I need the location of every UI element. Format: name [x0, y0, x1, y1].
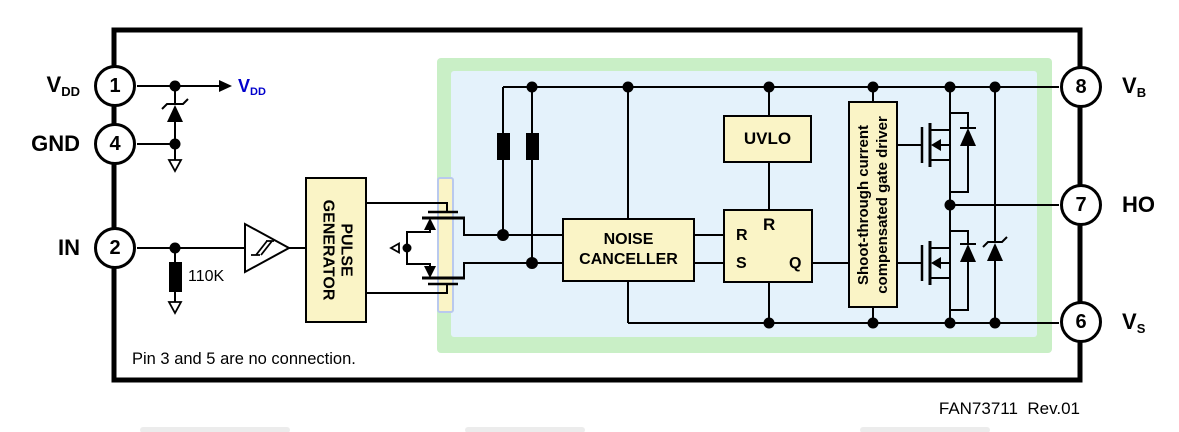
rs-latch-block: R R S Q — [723, 209, 813, 283]
noise-canceller-block: NOISE CANCELLER — [562, 218, 695, 282]
gate-driver-label-line2: compensated gate driver — [874, 115, 891, 294]
vdd-arrow-icon — [219, 80, 232, 92]
schmitt-buffer-icon — [244, 222, 292, 274]
pin-label-in: IN — [58, 235, 80, 260]
zener-diode-icon — [161, 98, 189, 122]
latch-q-label: Q — [789, 255, 802, 272]
pin-8-number: 8 — [1075, 76, 1087, 98]
pin-7: 7 — [1060, 184, 1102, 226]
vdd-net-label: VDD — [238, 76, 266, 98]
pulse-generator-block: PULSE GENERATOR — [305, 177, 367, 323]
latch-set-label: S — [736, 255, 747, 272]
gate-driver-label-line1: Shoot-through current — [855, 124, 872, 285]
resistor-icon — [526, 133, 539, 160]
junction-dots — [169, 80, 1001, 329]
noise-canceller-label-line1: NOISE — [603, 231, 654, 248]
pin-7-number: 7 — [1075, 194, 1087, 216]
pin-8: 8 — [1060, 66, 1102, 108]
uvlo-block: UVLO — [723, 115, 812, 163]
resistor-value-label: 110K — [188, 268, 225, 285]
pin-label-gnd: GND — [31, 131, 80, 156]
pin-label-vdd: VDD — [46, 72, 80, 99]
latch-reset-label: R — [736, 227, 748, 244]
pin-label-ho: HO — [1122, 192, 1155, 217]
latch-top-reset-label: R — [763, 215, 776, 234]
pin-2: 2 — [94, 227, 136, 269]
wires — [137, 85, 1059, 324]
high-side-mosfet-icon — [920, 123, 950, 167]
level-shifter-strip — [437, 177, 454, 313]
body-diode-icon — [950, 230, 976, 311]
pulse-generator-label-line1: PULSE — [337, 223, 354, 277]
uvlo-label: UVLO — [743, 129, 792, 148]
ground-icon — [167, 159, 183, 315]
pin-6: 6 — [1060, 301, 1102, 343]
zener-diode-icon — [982, 236, 1008, 261]
resistor-icon — [169, 262, 182, 292]
pin-6-number: 6 — [1075, 311, 1087, 333]
gate-driver-block: Shoot-through current compensated gate d… — [848, 101, 898, 308]
pin-label-vs: VS — [1122, 309, 1146, 336]
level-shift-mosfet-icon — [389, 210, 465, 286]
pin-2-number: 2 — [109, 237, 121, 259]
pin-1: 1 — [94, 65, 136, 107]
low-side-mosfet-icon — [920, 241, 950, 285]
resistor-icon — [497, 133, 510, 160]
page-artifact — [860, 427, 990, 432]
page-artifact — [465, 427, 585, 432]
pin-label-vb: VB — [1122, 73, 1147, 100]
pulse-generator-label-line2: GENERATOR — [319, 199, 336, 301]
footer-part-number: FAN73711 Rev.01 — [938, 399, 1080, 418]
body-diode-icon — [950, 112, 976, 193]
noise-canceller-label-line2: CANCELLER — [579, 251, 678, 268]
pin-4-number: 4 — [109, 133, 121, 155]
page-artifact — [140, 427, 290, 432]
nc-note: Pin 3 and 5 are no connection. — [132, 350, 356, 368]
pin-4: 4 — [94, 123, 136, 165]
pin-1-number: 1 — [109, 75, 121, 97]
